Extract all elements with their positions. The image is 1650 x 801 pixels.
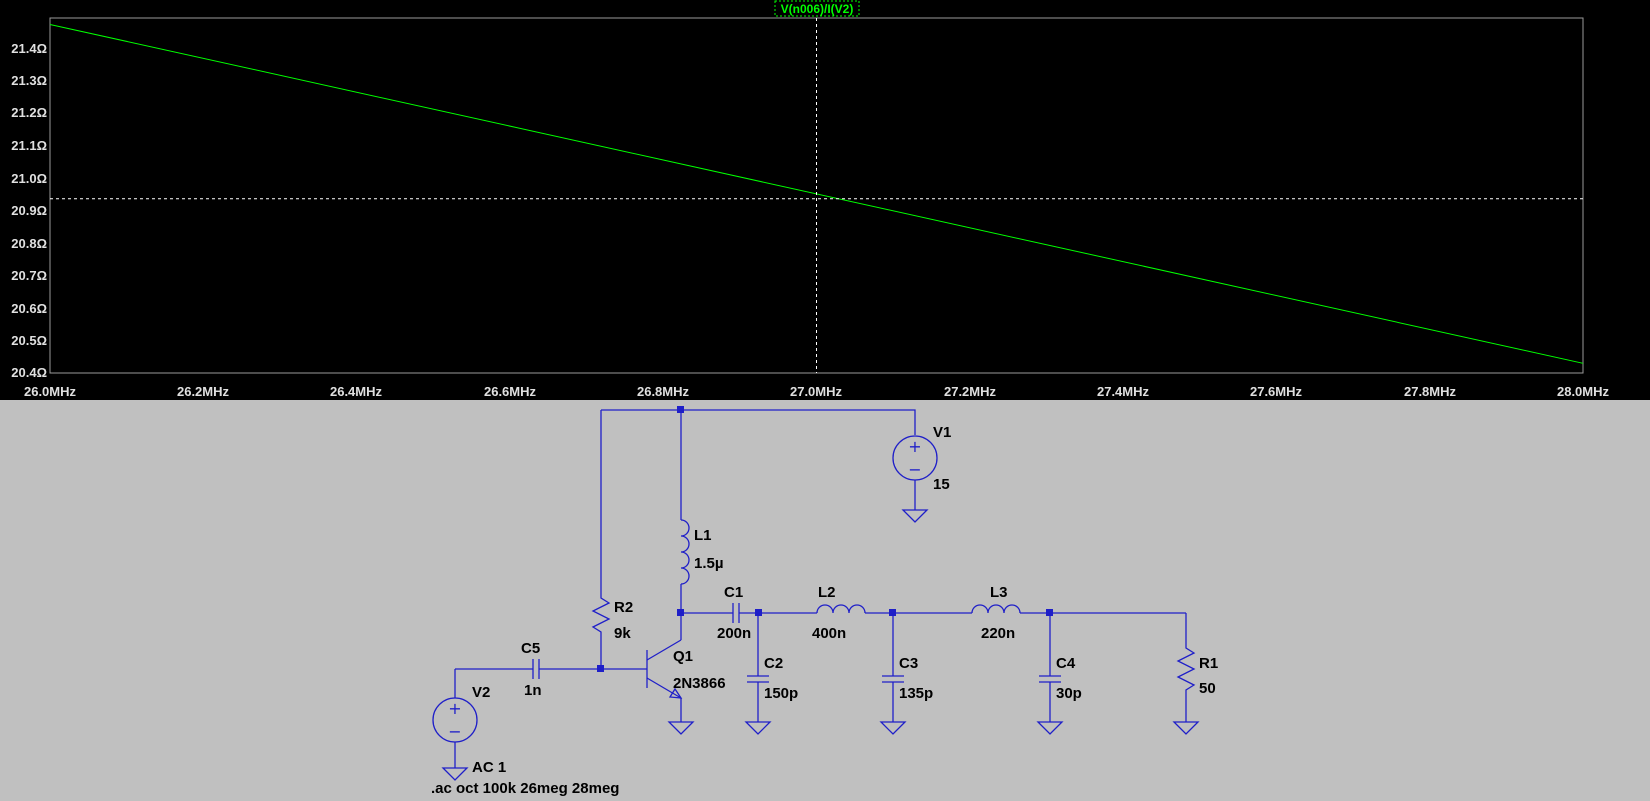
c3-name: C3 (899, 655, 918, 672)
ground-icon (1172, 721, 1200, 735)
trace-label-box[interactable] (774, 0, 860, 17)
schematic-canvas[interactable]: + − V1 15 L1 1.5µ C1 200n (0, 400, 1650, 801)
c4-value: 30p (1056, 685, 1082, 702)
y-tick-label: 20.7Ω (11, 268, 47, 283)
c1-name: C1 (724, 584, 743, 601)
q1-name: Q1 (673, 648, 693, 665)
l1-value: 1.5µ (694, 555, 724, 572)
junction-dot (1046, 609, 1053, 616)
v1-value: 15 (933, 476, 950, 493)
capacitor-c3[interactable] (879, 613, 907, 735)
r1-name: R1 (1199, 655, 1218, 672)
y-tick-label: 21.2Ω (11, 105, 47, 120)
y-tick-label: 20.8Ω (11, 236, 47, 251)
capacitor-c5[interactable] (532, 659, 540, 679)
x-tick-label: 27.2MHz (944, 384, 997, 399)
y-tick-label: 21.3Ω (11, 73, 47, 88)
x-axis-ticks: 26.0MHz 26.2MHz 26.4MHz 26.6MHz 26.8MHz … (24, 384, 1610, 399)
c2-value: 150p (764, 685, 798, 702)
l1-name: L1 (694, 527, 712, 544)
v1-name: V1 (933, 424, 951, 441)
svg-text:+: + (448, 699, 461, 718)
l2-name: L2 (818, 584, 836, 601)
l2-value: 400n (812, 625, 846, 642)
svg-text:+: + (908, 437, 921, 456)
capacitor-c2[interactable] (744, 613, 772, 735)
wire-top-rail[interactable] (601, 409, 916, 435)
l3-name: L3 (990, 584, 1008, 601)
r2-value: 9k (614, 625, 631, 642)
y-tick-label: 20.5Ω (11, 333, 47, 348)
y-axis-ticks: 21.4Ω 21.3Ω 21.2Ω 21.1Ω 21.0Ω 20.9Ω 20.8… (11, 41, 47, 380)
c5-name: C5 (521, 640, 540, 657)
y-tick-label: 20.6Ω (11, 301, 47, 316)
x-tick-label: 26.6MHz (484, 384, 537, 399)
y-tick-label: 21.4Ω (11, 41, 47, 56)
v2-value: AC 1 (472, 759, 506, 776)
capacitor-c4[interactable] (1036, 613, 1064, 735)
junction-dot (755, 609, 762, 616)
transistor-q1[interactable] (646, 613, 695, 735)
y-tick-label: 21.0Ω (11, 171, 47, 186)
ground-icon (744, 721, 772, 735)
svg-text:−: − (448, 722, 461, 741)
trace-label[interactable]: V(n006)/I(V2) (781, 2, 854, 16)
ground-icon (901, 509, 929, 523)
x-tick-label: 26.2MHz (177, 384, 230, 399)
q1-value: 2N3866 (673, 675, 726, 692)
waveform-plot-pane[interactable]: 21.4Ω 21.3Ω 21.2Ω 21.1Ω 21.0Ω 20.9Ω 20.8… (0, 0, 1650, 400)
c2-name: C2 (764, 655, 783, 672)
svg-text:−: − (908, 460, 921, 479)
schematic-pane[interactable]: + − V1 15 L1 1.5µ C1 200n (0, 400, 1650, 801)
c5-value: 1n (524, 682, 542, 699)
inductor-l3[interactable] (971, 604, 1021, 614)
x-tick-label: 27.4MHz (1097, 384, 1150, 399)
spice-directive[interactable]: .ac oct 100k 26meg 28meg (431, 780, 619, 797)
junction-dot (889, 609, 896, 616)
resistor-r2[interactable] (591, 592, 611, 669)
ground-icon (441, 767, 469, 781)
capacitor-c1[interactable] (732, 603, 740, 623)
x-tick-label: 28.0MHz (1557, 384, 1610, 399)
x-tick-label: 26.8MHz (637, 384, 690, 399)
r1-value: 50 (1199, 680, 1216, 697)
ground-icon (667, 721, 695, 735)
voltage-source-v2[interactable]: + − (432, 697, 478, 781)
ground-icon (879, 721, 907, 735)
y-tick-label: 21.1Ω (11, 138, 47, 153)
ground-icon (1036, 721, 1064, 735)
c4-name: C4 (1056, 655, 1076, 672)
c3-value: 135p (899, 685, 933, 702)
resistor-r1[interactable] (1172, 613, 1200, 735)
y-tick-label: 20.9Ω (11, 203, 47, 218)
x-tick-label: 26.0MHz (24, 384, 77, 399)
y-tick-label: 20.4Ω (11, 365, 47, 380)
inductor-l2[interactable] (816, 604, 866, 614)
c1-value: 200n (717, 625, 751, 642)
x-tick-label: 27.6MHz (1250, 384, 1303, 399)
l3-value: 220n (981, 625, 1015, 642)
voltage-source-v1[interactable]: + − (892, 435, 938, 523)
junction-dot (677, 406, 684, 413)
junction-dot (677, 609, 684, 616)
v2-name: V2 (472, 684, 490, 701)
r2-name: R2 (614, 599, 633, 616)
waveform-plot[interactable]: 21.4Ω 21.3Ω 21.2Ω 21.1Ω 21.0Ω 20.9Ω 20.8… (0, 0, 1650, 400)
x-tick-label: 27.0MHz (790, 384, 843, 399)
inductor-l1[interactable] (680, 519, 690, 613)
x-tick-label: 26.4MHz (330, 384, 383, 399)
x-tick-label: 27.8MHz (1404, 384, 1457, 399)
